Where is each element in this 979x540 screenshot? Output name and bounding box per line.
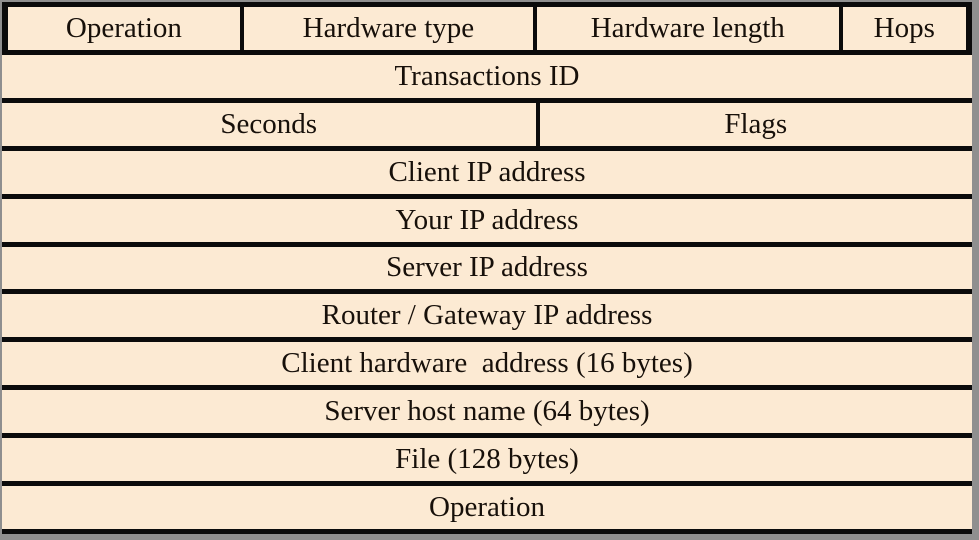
table-cell: Hops [838, 7, 966, 50]
table-row: Client IP address [2, 150, 972, 199]
table-row: Router / Gateway IP address [2, 294, 972, 343]
table-cell: Hardware type [239, 7, 533, 50]
table-cell: File (128 bytes) [395, 443, 579, 476]
table-row: Client hardware address (16 bytes) [2, 342, 972, 391]
table-cell: Flags [535, 102, 973, 146]
table-cell: Hardware length [532, 7, 839, 50]
table-cell: Server IP address [386, 251, 588, 284]
table-cell: Client hardware address (16 bytes) [281, 347, 693, 380]
table-cell: Server host name (64 bytes) [324, 395, 650, 428]
table-cell: Client IP address [388, 155, 586, 188]
table-row: Operation [2, 486, 972, 534]
table-row: Transactions ID [2, 54, 972, 103]
table-cell: Seconds [220, 107, 318, 140]
table-cell: Router / Gateway IP address [321, 299, 653, 332]
table-cell: Your IP address [395, 203, 579, 236]
table-row: Server host name (64 bytes) [2, 390, 972, 439]
table-row: Server IP address [2, 246, 972, 295]
table-cell: Operation [65, 11, 182, 44]
table-cell: Operation [429, 491, 545, 524]
table-row: Seconds Flags [2, 102, 973, 151]
table-row: Your IP address [2, 198, 972, 247]
table-row: File (128 bytes) [2, 438, 972, 487]
table-cell: Transactions ID [394, 59, 580, 92]
